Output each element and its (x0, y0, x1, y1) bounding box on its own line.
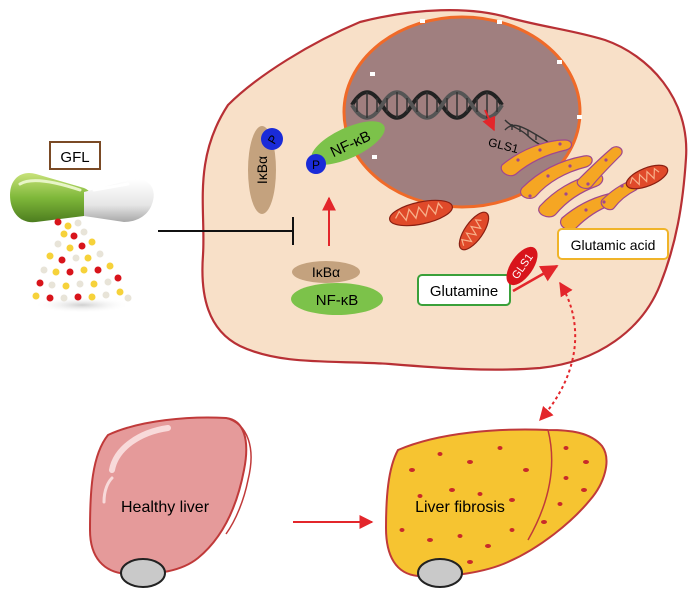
ikba-complex (292, 261, 360, 283)
phosphate-1 (261, 128, 283, 150)
ikba-complex-label: IκBα (312, 264, 340, 280)
ikba-phosphorylated-label: IκBα (254, 156, 270, 184)
mitochondria-icon (389, 164, 669, 251)
conversion-arrow (512, 264, 559, 293)
nfkb-complex-label: NF-κB (316, 292, 359, 309)
capsule-icon (10, 172, 154, 223)
dna-icon (350, 90, 504, 120)
glutamic-acid-box (557, 228, 669, 260)
inhibition-arrow (158, 217, 294, 245)
glutamine-box (417, 274, 511, 306)
healthy-liver-label: Healthy liver (121, 499, 210, 516)
nfkb-active (311, 121, 385, 165)
ribosomes (516, 142, 624, 212)
gfl-label-box (49, 141, 101, 170)
fibrotic-liver-icon (384, 428, 608, 588)
liver-fibrosis-label: Liver fibrosis (415, 499, 505, 516)
granules (32, 218, 132, 302)
gfl-label: GFL (60, 149, 89, 166)
healthy-liver-icon (88, 416, 252, 588)
nfkb-complex (291, 283, 383, 315)
glutamine-label: Glutamine (430, 283, 498, 300)
fibrosis-link-arrow (539, 281, 577, 422)
glutamic-acid-label: Glutamic acid (571, 237, 656, 253)
phosphate-2 (306, 154, 326, 174)
phosphate-2-label: P (312, 158, 320, 172)
transcription-arrow (482, 109, 496, 132)
gls1-enzyme (506, 246, 538, 286)
nuclear-pores (370, 19, 582, 159)
pill-shadow (34, 297, 130, 313)
